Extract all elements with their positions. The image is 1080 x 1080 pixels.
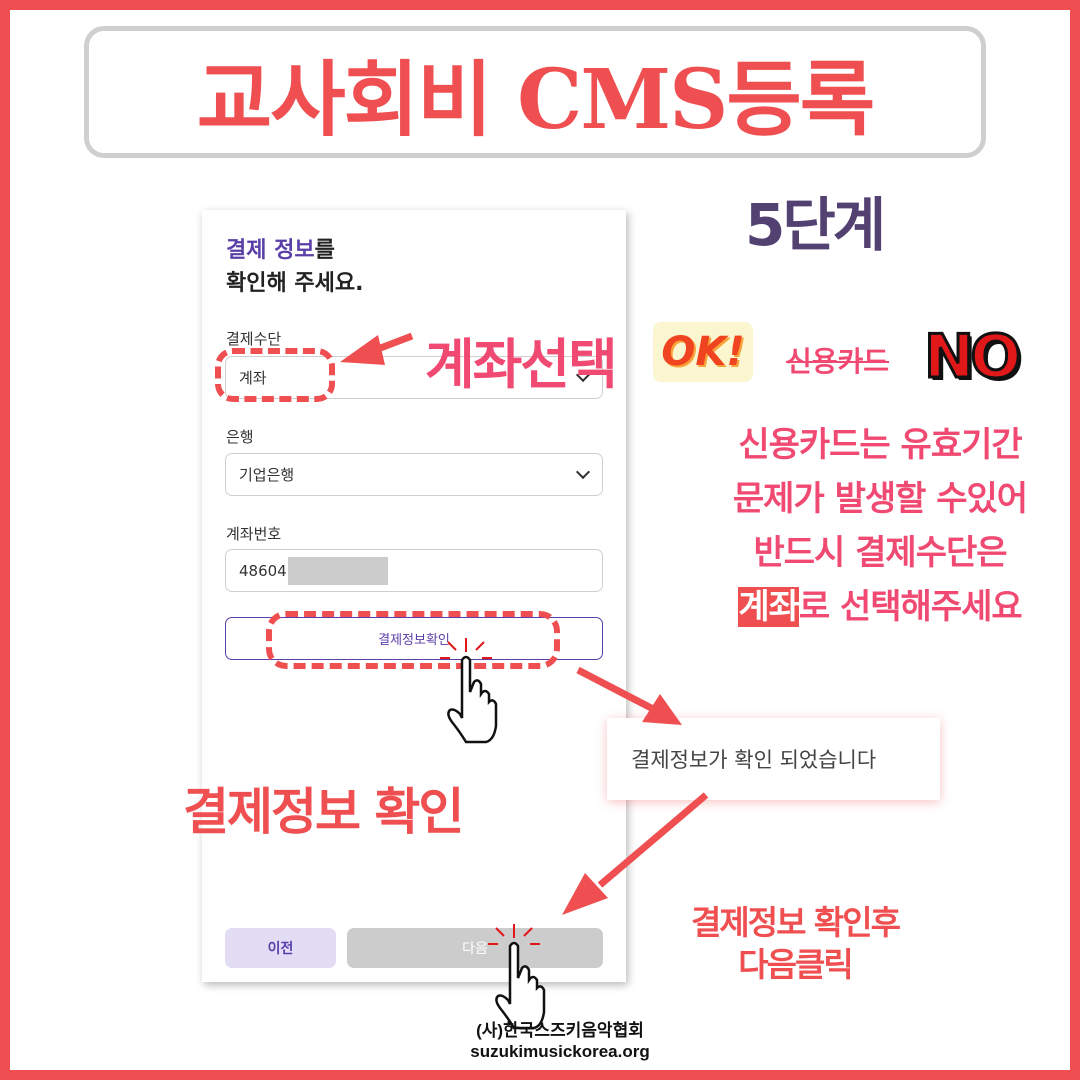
highlight-confirm-button: [266, 611, 560, 669]
confirm-annotation: 결제정보 확인: [183, 783, 464, 841]
toast-message: 결제정보가 확인 되었습니다: [631, 748, 877, 772]
confirmation-toast: 결제정보가 확인 되었습니다: [607, 718, 940, 800]
title-banner: 교사회비 CMS등록: [84, 26, 986, 158]
form-heading: 결제 정보를 확인해 주세요.: [226, 234, 363, 300]
payment-method-label: 결제수단: [226, 330, 282, 348]
next-annotation-line2: 다음클릭: [738, 945, 853, 984]
arrow-icon: [562, 792, 709, 915]
ok-badge: OK!: [653, 322, 753, 382]
notice-line: 반드시 결제수단은: [753, 533, 1007, 573]
prev-button[interactable]: 이전: [225, 928, 336, 968]
select-account-annotation: 계좌선택: [425, 333, 618, 396]
next-annotation: 결제정보 확인후 다음클릭: [660, 902, 930, 986]
heading-accent: 결제 정보: [226, 238, 315, 263]
pointer-hand-icon: [440, 638, 498, 744]
account-number-value: 48604: [239, 561, 287, 580]
redacted-mask: [287, 556, 388, 585]
no-badge: NO: [922, 321, 1022, 394]
notice-text: 신용카드는 유효기간 문제가 발생할 수있어 반드시 결제수단은 계좌로 선택해…: [700, 418, 1060, 634]
notice-line: 계좌로 선택해주세요: [700, 580, 1060, 634]
footer-org: (사)한국스즈키음악협회: [476, 1021, 644, 1040]
payment-method-select[interactable]: 계좌: [225, 356, 603, 399]
notice-line: 문제가 발생할 수있어: [732, 479, 1028, 519]
highlight-payment-method: [215, 348, 335, 402]
heading-line2: 확인해 주세요.: [226, 271, 364, 296]
notice-highlight: 계좌: [738, 587, 800, 627]
step-label: 5단계: [745, 191, 886, 259]
bank-select[interactable]: 기업은행: [225, 453, 603, 496]
footer-url: suzukimusickorea.org: [470, 1042, 650, 1061]
arrow-icon: [576, 666, 682, 725]
account-number-label: 계좌번호: [226, 525, 282, 543]
notice-tail: 로 선택해주세요: [798, 587, 1023, 627]
credit-card-strike: 신용카드: [786, 345, 890, 378]
account-number-input[interactable]: 48604: [225, 549, 603, 592]
heading-rest: 를: [314, 238, 335, 263]
notice-line: 신용카드는 유효기간: [738, 425, 1022, 465]
payment-form-panel: 결제 정보를 확인해 주세요. 결제수단 계좌 은행 기업은행 계좌번호 486…: [202, 210, 626, 982]
bank-label: 은행: [226, 428, 254, 446]
bank-value: 기업은행: [239, 466, 295, 484]
payment-method-value: 계좌: [239, 369, 267, 387]
next-annotation-line1: 결제정보 확인후: [690, 903, 901, 942]
arrow-icon: [340, 332, 414, 365]
next-button[interactable]: 다음: [347, 928, 603, 968]
pointer-hand-icon: [488, 924, 546, 1030]
footer: (사)한국스즈키음악협회 suzukimusickorea.org: [440, 1020, 680, 1062]
page-title: 교사회비 CMS등록: [196, 51, 875, 148]
